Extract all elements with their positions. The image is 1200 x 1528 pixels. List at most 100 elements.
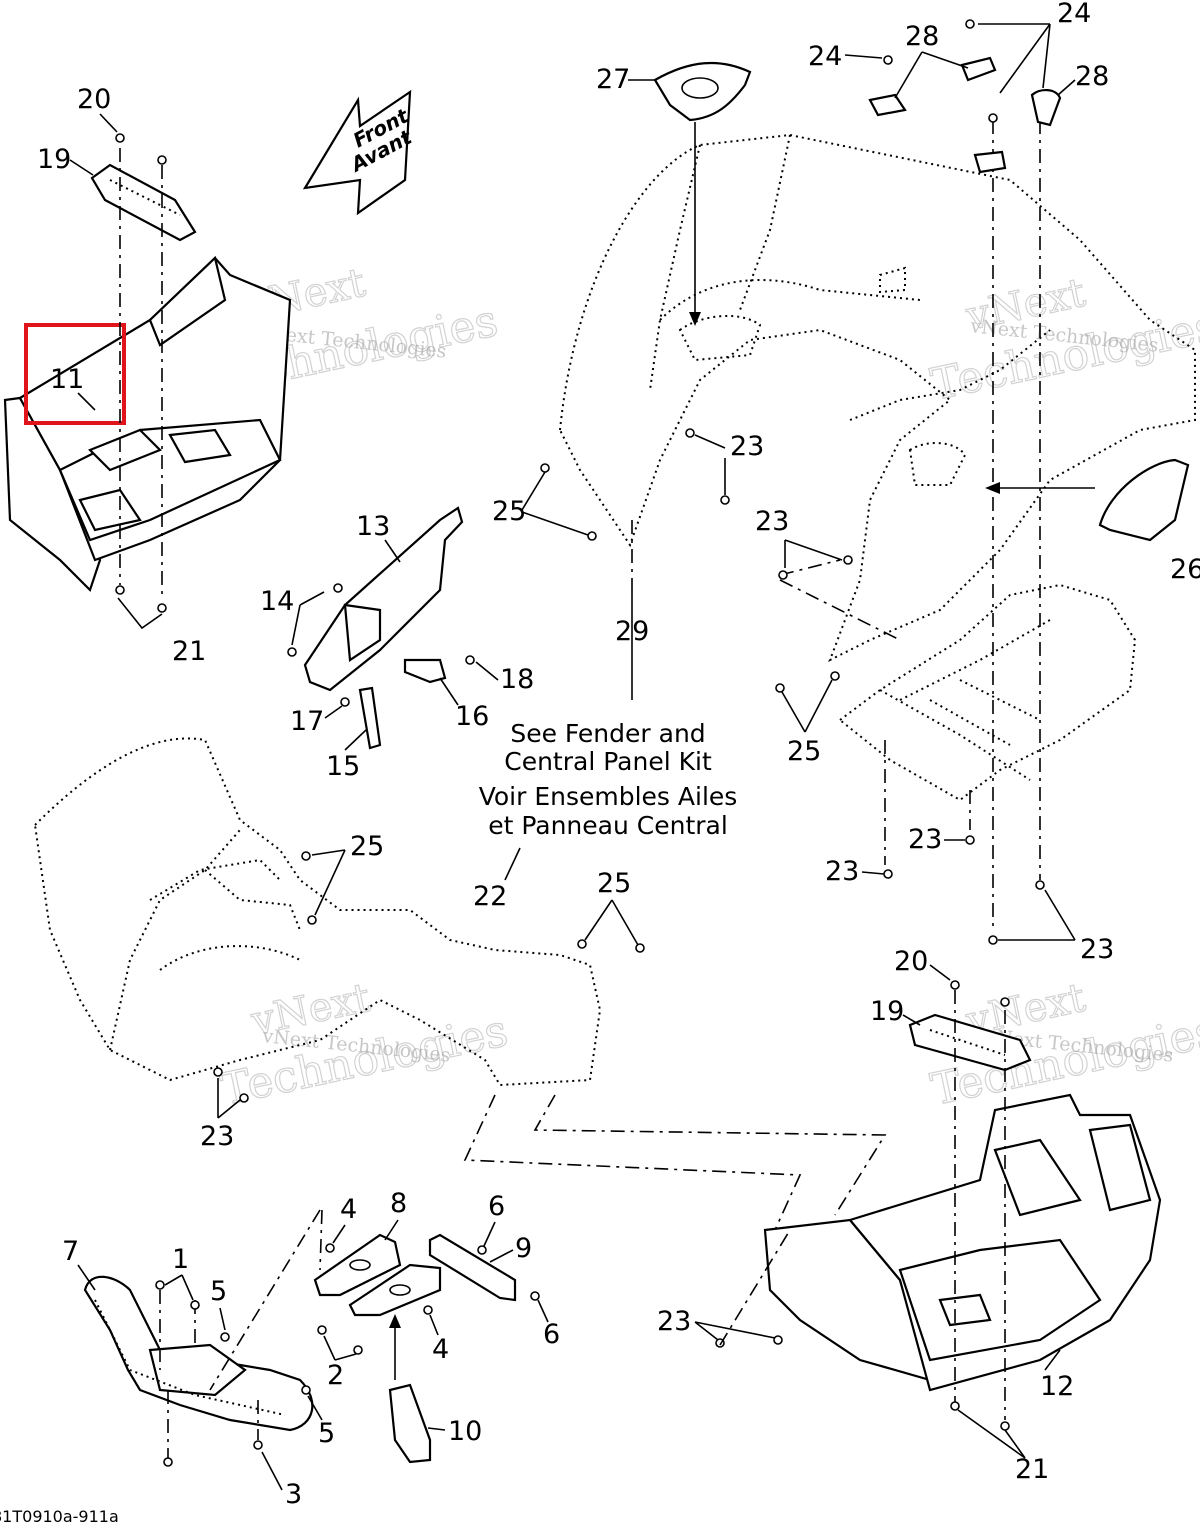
bolt-icon	[635, 943, 645, 953]
callout-6: 6	[543, 1319, 560, 1350]
callout-21: 21	[172, 636, 206, 667]
bolt-icon	[1000, 997, 1010, 1007]
bolt-icon	[115, 585, 125, 595]
bolt-icon	[340, 697, 350, 707]
seat-cover-part-26	[1098, 458, 1190, 542]
note-en-line1: See Fender and	[510, 719, 705, 748]
callout-25: 25	[597, 868, 631, 899]
callout-10: 10	[448, 1416, 482, 1447]
bolt-icon	[163, 1457, 173, 1467]
front-fender-part-22	[33, 737, 602, 1087]
callout-14: 14	[260, 586, 294, 617]
bolt-icon	[965, 19, 975, 29]
callout-19: 19	[37, 144, 71, 175]
bolt-icon	[540, 463, 550, 473]
bolt-icon	[423, 1305, 433, 1315]
callout-15: 15	[326, 751, 360, 782]
callout-25: 25	[787, 736, 821, 767]
callout-23: 23	[908, 824, 942, 855]
bolt-icon	[950, 980, 960, 990]
bolt-icon	[115, 133, 125, 143]
bolt-icon	[287, 647, 297, 657]
rear-fender-part-29	[558, 133, 1196, 663]
callout-24: 24	[1057, 0, 1091, 29]
callout-17: 17	[290, 706, 324, 737]
callout-28: 28	[905, 21, 939, 52]
bolt-icon	[843, 555, 853, 565]
bolt-icon	[988, 113, 998, 123]
bolt-icon	[530, 1291, 540, 1301]
bolt-icon	[213, 1067, 223, 1077]
callout-9: 9	[515, 1233, 532, 1264]
callout-19: 19	[870, 996, 904, 1027]
callout-4: 4	[432, 1334, 449, 1365]
bracket-part-13	[303, 506, 464, 692]
bolt-icon	[1035, 880, 1045, 890]
cap-part-27	[653, 61, 752, 122]
bolt-icon	[778, 570, 788, 580]
bolt-icon	[883, 869, 893, 879]
bolt-icon	[220, 1332, 230, 1342]
callout-18: 18	[500, 664, 534, 695]
bolt-icon	[587, 531, 597, 541]
watermark-top-right: vNext Technologies vNext Technologies	[926, 269, 1200, 411]
bolt-icon	[253, 1440, 263, 1450]
bolt-icon	[720, 495, 730, 505]
bolt-icon	[353, 1345, 363, 1355]
callout-13: 13	[356, 511, 390, 542]
callout-2: 2	[327, 1360, 344, 1391]
callout-12: 12	[1040, 1371, 1074, 1402]
bolt-icon	[773, 1335, 783, 1345]
bolt-icon	[775, 683, 785, 693]
note-en-line2: Central Panel Kit	[504, 747, 712, 776]
callout-21: 21	[1015, 1454, 1049, 1485]
bracket-part-9	[428, 1233, 517, 1302]
right-footwell-part-12	[763, 1093, 1162, 1392]
callout-5: 5	[318, 1418, 335, 1449]
left-footrest-part-19	[90, 163, 197, 242]
callout-23: 23	[825, 856, 859, 887]
reference-code: 81T0910a-911a	[0, 1507, 119, 1526]
front-bumper-part-7	[83, 1275, 314, 1432]
callout-3: 3	[285, 1479, 302, 1510]
bolt-icon	[325, 1243, 335, 1253]
callout-23: 23	[1080, 934, 1114, 965]
bolt-icon	[950, 1401, 960, 1411]
bolt-icon	[190, 1300, 200, 1310]
bolt-icon	[333, 583, 343, 593]
callout-29: 29	[615, 616, 649, 647]
bolt-icon	[988, 935, 998, 945]
bolt-icon	[1000, 1421, 1010, 1431]
callout-25: 25	[492, 496, 526, 527]
bracket-part-8	[313, 1233, 442, 1317]
callout-5: 5	[210, 1276, 227, 1307]
callout-23: 23	[200, 1121, 234, 1152]
bolt-icon	[465, 655, 475, 665]
bolt-icon	[830, 671, 840, 681]
note-fr-line1: Voir Ensembles Ailes	[479, 782, 738, 811]
bolt-icon	[239, 1093, 249, 1103]
reference-note: See Fender and Central Panel Kit Voir En…	[479, 719, 738, 840]
callout-28: 28	[1075, 61, 1109, 92]
callout-20: 20	[894, 946, 928, 977]
bolt-icon	[307, 915, 317, 925]
front-direction-arrow: Front Avant	[302, 89, 417, 216]
bracket-part-15	[358, 686, 382, 750]
bolt-icon	[477, 1245, 487, 1255]
bolt-icon	[685, 428, 695, 438]
bolt-icon	[157, 603, 167, 613]
right-footrest-part-19	[908, 1013, 1032, 1072]
watermark-middle: vNext Technologies vNext Technologies	[216, 974, 513, 1116]
bolt-icon	[883, 55, 893, 65]
bolt-icon	[301, 851, 311, 861]
bolt-icon	[155, 1280, 165, 1290]
left-footwell-part-11	[3, 255, 292, 593]
callout-20: 20	[77, 84, 111, 115]
callout-23: 23	[755, 506, 789, 537]
callout-22: 22	[473, 881, 507, 912]
highlight-box-part-11	[24, 323, 126, 425]
callout-16: 16	[455, 701, 489, 732]
callout-27: 27	[596, 64, 630, 95]
callout-1: 1	[172, 1244, 189, 1275]
